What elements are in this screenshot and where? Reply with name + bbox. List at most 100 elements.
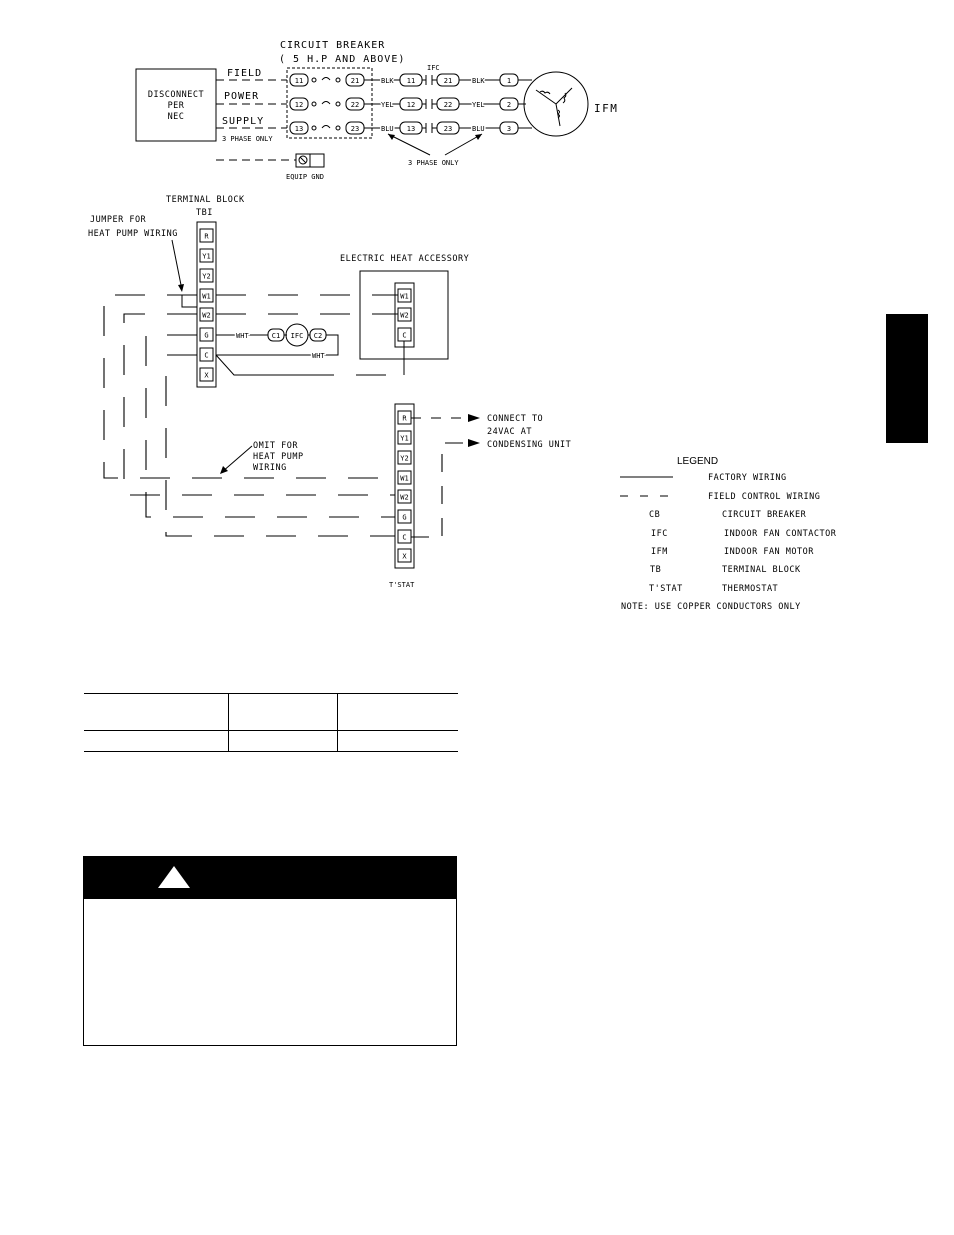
section-tab bbox=[886, 314, 928, 443]
ifc-coil-label: IFC bbox=[291, 332, 304, 340]
svg-text:W2: W2 bbox=[400, 312, 408, 320]
legend-abbr: CB bbox=[649, 510, 660, 520]
terminal-block-title: TERMINAL BLOCK bbox=[166, 195, 245, 205]
circuit-breaker-row-3: 13 23 bbox=[289, 121, 365, 135]
c1-terminal: C1 bbox=[272, 332, 280, 340]
svg-text:X: X bbox=[204, 372, 209, 380]
svg-text:W1: W1 bbox=[400, 293, 408, 301]
spec-table bbox=[84, 693, 458, 752]
svg-text:Y1: Y1 bbox=[202, 253, 210, 261]
terminal-block-name: TBI bbox=[196, 208, 213, 218]
svg-text:W2: W2 bbox=[202, 312, 210, 320]
connect-label: CONNECT TO bbox=[487, 414, 543, 424]
svg-text:R: R bbox=[204, 233, 209, 241]
legend-abbr: IFM bbox=[651, 547, 668, 557]
wire-color-yel-2: YEL bbox=[472, 101, 485, 109]
omit-label: HEAT PUMP bbox=[253, 452, 304, 462]
disconnect-label: PER bbox=[168, 101, 185, 111]
ifm-label: IFM bbox=[594, 102, 618, 115]
legend-abbr: T'STAT bbox=[649, 584, 683, 594]
warning-box bbox=[83, 856, 457, 1046]
jumper-label: JUMPER FOR bbox=[90, 215, 147, 225]
c2-terminal: C2 bbox=[314, 332, 322, 340]
svg-text:21: 21 bbox=[351, 77, 359, 85]
svg-text:21: 21 bbox=[444, 77, 452, 85]
legend-title: LEGEND bbox=[677, 456, 718, 467]
svg-text:3: 3 bbox=[507, 125, 511, 133]
thermostat-block bbox=[394, 403, 415, 569]
equip-gnd-label: EQUIP GND bbox=[286, 173, 324, 181]
svg-text:Y1: Y1 bbox=[400, 435, 408, 443]
svg-text:2: 2 bbox=[507, 101, 511, 109]
terminal-block-terminals: R Y1 Y2 W1 W2 G C X bbox=[199, 228, 214, 382]
svg-text:C: C bbox=[402, 534, 406, 542]
disconnect-label: DISCONNECT bbox=[148, 90, 204, 100]
svg-text:13: 13 bbox=[295, 125, 303, 133]
svg-text:11: 11 bbox=[407, 77, 415, 85]
legend-desc: THERMOSTAT bbox=[722, 584, 778, 594]
power-label: POWER bbox=[224, 91, 259, 102]
legend-field-label: FIELD CONTROL WIRING bbox=[708, 492, 820, 502]
svg-text:1: 1 bbox=[507, 77, 511, 85]
svg-text:C: C bbox=[402, 332, 406, 340]
legend-abbr: TB bbox=[650, 565, 661, 575]
svg-text:23: 23 bbox=[351, 125, 359, 133]
svg-text:Y2: Y2 bbox=[400, 455, 408, 463]
legend-note: NOTE: USE COPPER CONDUCTORS ONLY bbox=[621, 602, 801, 612]
svg-text:22: 22 bbox=[351, 101, 359, 109]
svg-text:11: 11 bbox=[295, 77, 303, 85]
legend-desc: INDOOR FAN CONTACTOR bbox=[724, 529, 837, 539]
tstat-label: T'STAT bbox=[389, 581, 415, 589]
table-row bbox=[84, 730, 458, 752]
svg-text:C: C bbox=[204, 352, 208, 360]
legend-desc: INDOOR FAN MOTOR bbox=[724, 547, 814, 557]
svg-text:12: 12 bbox=[295, 101, 303, 109]
legend-desc: CIRCUIT BREAKER bbox=[722, 510, 807, 520]
omit-label: OMIT FOR bbox=[253, 441, 298, 451]
connect-label: 24VAC AT bbox=[487, 427, 532, 437]
terminal-block bbox=[196, 221, 217, 388]
svg-text:W2: W2 bbox=[400, 494, 408, 502]
svg-text:R: R bbox=[402, 415, 407, 423]
indoor-fan-motor bbox=[523, 71, 589, 137]
jumper-label: HEAT PUMP WIRING bbox=[88, 229, 178, 239]
ifc-label: IFC bbox=[427, 64, 440, 72]
legend-factory-label: FACTORY WIRING bbox=[708, 473, 787, 483]
thermostat-terminals: R Y1 Y2 W1 W2 G C X bbox=[397, 410, 412, 563]
motor-terminals: 1 2 3 bbox=[499, 73, 532, 135]
wire-color-yel: YEL bbox=[381, 101, 394, 109]
wire-color-blk-2: BLK bbox=[472, 77, 485, 85]
circuit-breaker-title: CIRCUIT BREAKER bbox=[280, 40, 385, 51]
wire-color-blk: BLK bbox=[381, 77, 394, 85]
svg-text:13: 13 bbox=[407, 125, 415, 133]
wht-label: WHT bbox=[236, 332, 249, 340]
svg-text:12: 12 bbox=[407, 101, 415, 109]
legend-desc: TERMINAL BLOCK bbox=[722, 565, 801, 575]
svg-text:W1: W1 bbox=[400, 475, 408, 483]
warning-header bbox=[84, 857, 456, 899]
svg-text:G: G bbox=[402, 514, 406, 522]
three-phase-only-label: 3 PHASE ONLY bbox=[408, 159, 459, 167]
connect-label: CONDENSING UNIT bbox=[487, 440, 571, 450]
svg-text:23: 23 bbox=[444, 125, 452, 133]
field-label: FIELD bbox=[227, 68, 262, 79]
wire-color-blu-2: BLU bbox=[472, 125, 485, 133]
disconnect-box bbox=[135, 68, 217, 142]
svg-text:X: X bbox=[402, 553, 407, 561]
svg-text:W1: W1 bbox=[202, 293, 210, 301]
table-row bbox=[84, 693, 458, 731]
circuit-breaker-row-1: 11 21 bbox=[289, 73, 365, 87]
warning-triangle-icon bbox=[158, 866, 190, 888]
wht-label-2: WHT bbox=[312, 352, 325, 360]
omit-label: WIRING bbox=[253, 463, 287, 473]
electric-heat-title: ELECTRIC HEAT ACCESSORY bbox=[340, 254, 469, 264]
supply-label: SUPPLY bbox=[222, 116, 264, 127]
wire-color-blu: BLU bbox=[381, 125, 394, 133]
circuit-breaker-subtitle: ( 5 H.P AND ABOVE) bbox=[279, 54, 405, 65]
svg-text:Y2: Y2 bbox=[202, 273, 210, 281]
ifc-contacts: 11 21 12 22 13 23 bbox=[399, 73, 460, 135]
svg-text:22: 22 bbox=[444, 101, 452, 109]
electric-heat-terminals: W1 W2 C bbox=[397, 288, 412, 342]
three-phase-label: 3 PHASE ONLY bbox=[222, 135, 273, 143]
